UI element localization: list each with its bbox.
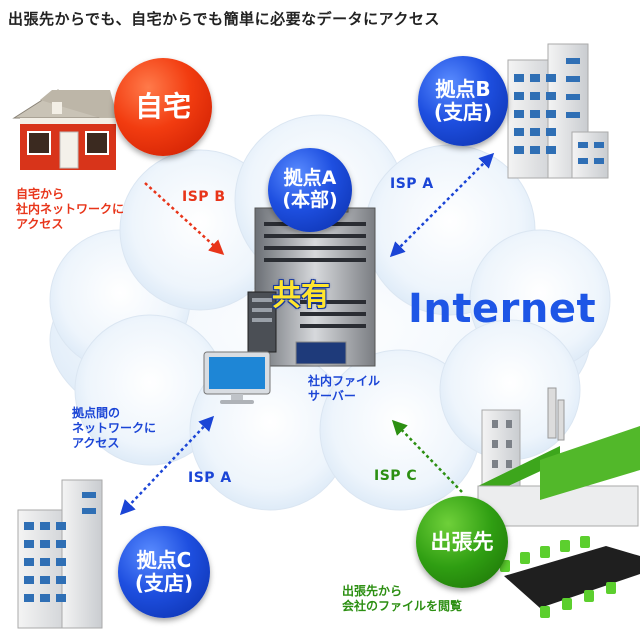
- branch-c-label-line2: (支店): [134, 571, 194, 595]
- home-label: 自宅: [134, 89, 191, 123]
- monitor-icon: [203, 351, 271, 404]
- server-caption: 社内ファイル サーバー: [308, 374, 381, 403]
- isp-trip-label: ISP C: [374, 468, 418, 484]
- isp-branch-c-label: ISP A: [188, 470, 232, 486]
- home-badge: 自宅: [114, 58, 212, 156]
- house-icon: [12, 89, 118, 170]
- diagram-heading: 出張先からでも、自宅からでも簡単に必要なデータにアクセス: [8, 10, 440, 28]
- isp-branch-b-label: ISP A: [390, 176, 434, 192]
- branch-c-building-icon: [17, 479, 103, 629]
- hq-badge: 拠点A (本部): [268, 148, 352, 232]
- branch-b-building-icon: [507, 43, 609, 179]
- home-caption: 自宅から 社内ネットワークに アクセス: [16, 187, 125, 231]
- branch-b-label-line2: (支店): [433, 100, 493, 124]
- home-connector: [144, 182, 225, 256]
- branch-c-connector: [119, 415, 215, 516]
- hq-building-icon: [247, 199, 376, 367]
- hq-label-line1: 拠点A: [283, 167, 337, 190]
- branch-c-badge: 拠点C (支店): [118, 526, 210, 618]
- internet-label: Internet: [408, 286, 597, 332]
- factory-icon: [477, 387, 640, 527]
- trip-connector: [391, 419, 463, 493]
- branch-b-badge: 拠点B (支店): [418, 56, 508, 146]
- trip-badge: 出張先: [416, 496, 508, 588]
- trip-label: 出張先: [430, 529, 494, 554]
- hq-label-line2: (本部): [282, 189, 338, 211]
- branch-c-label-line1: 拠点C: [136, 548, 192, 572]
- trip-caption: 出張先から 会社のファイルを閲覧: [342, 584, 463, 613]
- share-label: 共有: [272, 278, 331, 312]
- meeting-table-icon: [500, 536, 640, 618]
- isp-home-label: ISP B: [182, 189, 226, 205]
- branch-b-label-line1: 拠点B: [435, 77, 491, 101]
- between-branches-caption: 拠点間の ネットワークに アクセス: [72, 406, 157, 450]
